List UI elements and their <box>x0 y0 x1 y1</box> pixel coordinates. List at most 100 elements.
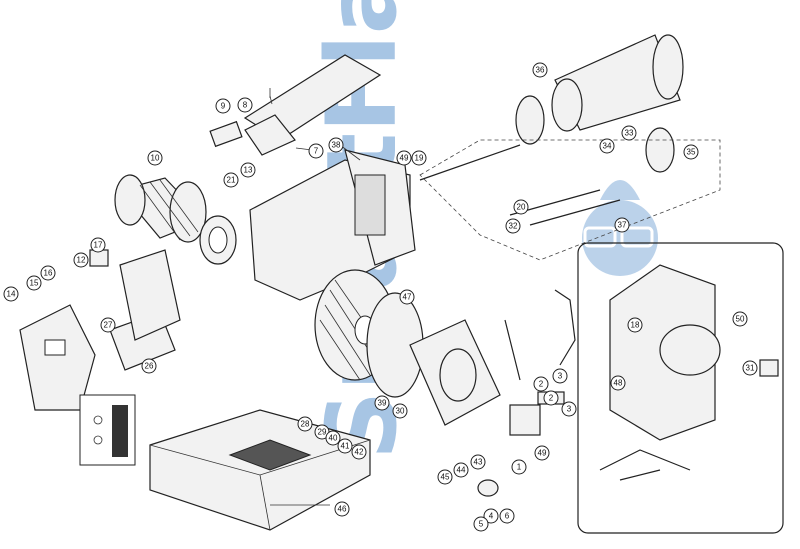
callout-40: 40 <box>325 430 341 446</box>
callout-circle <box>308 143 324 159</box>
callout-circle <box>399 289 415 305</box>
callout-circle <box>351 444 367 460</box>
callout-circle <box>100 317 116 333</box>
callout-10: 10 <box>147 150 163 166</box>
callout-6: 6 <box>499 508 515 524</box>
callout-circle <box>610 375 626 391</box>
callout-43: 43 <box>470 454 486 470</box>
callout-7: 7 <box>308 143 324 159</box>
callout-number: 12 <box>77 256 86 265</box>
callout-circle <box>561 401 577 417</box>
callout-number: 36 <box>536 66 545 75</box>
callout-circle <box>533 376 549 392</box>
callout-circle <box>237 97 253 113</box>
callout-3: 3 <box>552 368 568 384</box>
callout-number: 44 <box>457 466 466 475</box>
callout-circle <box>532 62 548 78</box>
callout-number: 8 <box>243 101 248 110</box>
control-box <box>19 304 96 411</box>
inset-servomotor-assembly <box>577 242 784 534</box>
callout-31: 31 <box>742 360 758 376</box>
callout-9: 9 <box>215 98 231 114</box>
callout-15: 15 <box>26 275 42 291</box>
callout-circle <box>437 469 453 485</box>
callout-19: 19 <box>411 150 427 166</box>
callout-circle <box>742 360 758 376</box>
callout-number: 33 <box>625 129 634 138</box>
callout-26: 26 <box>141 358 157 374</box>
callout-number: 2 <box>539 380 544 389</box>
callout-circle <box>614 217 630 233</box>
callout-circle <box>26 275 42 291</box>
callout-34: 34 <box>599 138 615 154</box>
callout-number: 48 <box>614 379 623 388</box>
callout-number: 9 <box>221 102 226 111</box>
callout-44: 44 <box>453 462 469 478</box>
callout-circle <box>40 265 56 281</box>
callout-17: 17 <box>90 237 106 253</box>
callout-number: 45 <box>441 473 450 482</box>
callout-number: 49 <box>538 449 547 458</box>
callout-number: 29 <box>318 428 327 437</box>
fuel-pump <box>509 404 541 436</box>
callout-circle <box>297 416 313 432</box>
callout-number: 38 <box>332 141 341 150</box>
callout-number: 28 <box>301 420 310 429</box>
callout-number: 47 <box>403 293 412 302</box>
callout-circle <box>499 508 515 524</box>
callout-33: 33 <box>621 125 637 141</box>
callout-14: 14 <box>3 286 19 302</box>
callout-number: 13 <box>244 166 253 175</box>
callout-47: 47 <box>399 289 415 305</box>
callout-30: 30 <box>392 403 408 419</box>
callout-circle <box>534 445 550 461</box>
callout-number: 7 <box>314 147 319 156</box>
callout-48: 48 <box>610 375 626 391</box>
callout-number: 27 <box>104 321 113 330</box>
callout-circle <box>240 162 256 178</box>
callout-12: 12 <box>73 252 89 268</box>
callout-number: 21 <box>227 176 236 185</box>
servomotor <box>759 359 779 377</box>
fuel-filter <box>477 479 499 497</box>
callout-42: 42 <box>351 444 367 460</box>
callout-number: 17 <box>94 241 103 250</box>
callout-35: 35 <box>683 144 699 160</box>
callout-circle <box>337 438 353 454</box>
callout-2: 2 <box>543 390 559 406</box>
callout-circle <box>683 144 699 160</box>
callout-circle <box>147 150 163 166</box>
callout-32: 32 <box>505 218 521 234</box>
callout-27: 27 <box>100 317 116 333</box>
callout-labels: 1223345678910121314151617181920212627282… <box>3 62 758 532</box>
callout-39: 39 <box>374 395 390 411</box>
callout-circle <box>396 150 412 166</box>
callout-circle <box>513 199 529 215</box>
callout-circle <box>328 137 344 153</box>
callout-circle <box>543 390 559 406</box>
callout-36: 36 <box>532 62 548 78</box>
callout-number: 4 <box>489 512 494 521</box>
callout-circle <box>621 125 637 141</box>
callout-21: 21 <box>223 172 239 188</box>
callout-20: 20 <box>513 199 529 215</box>
callout-41: 41 <box>337 438 353 454</box>
callout-circle <box>599 138 615 154</box>
callout-circle <box>3 286 19 302</box>
callout-number: 31 <box>746 364 755 373</box>
callout-circle <box>511 459 527 475</box>
callout-number: 43 <box>474 458 483 467</box>
callout-4: 4 <box>483 508 499 524</box>
callout-circle <box>552 368 568 384</box>
callout-circle <box>374 395 390 411</box>
callout-number: 3 <box>567 405 572 414</box>
callout-number: 5 <box>479 520 484 529</box>
burner-housing <box>249 149 416 301</box>
callout-2: 2 <box>533 376 549 392</box>
callout-circle <box>411 150 427 166</box>
callout-circle <box>223 172 239 188</box>
callout-number: 16 <box>44 269 53 278</box>
combustion-head <box>515 95 545 145</box>
callout-number: 42 <box>355 448 364 457</box>
